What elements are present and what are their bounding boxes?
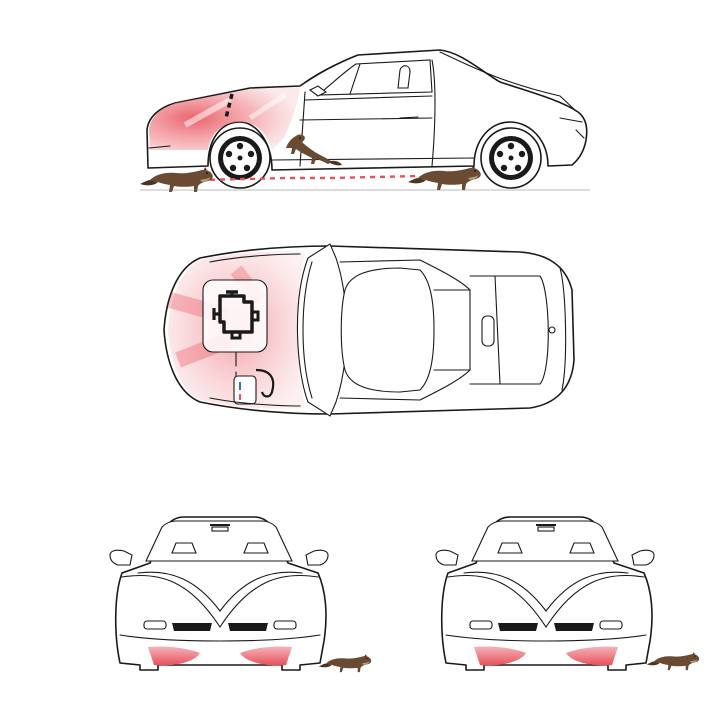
- side-hood-danger-zone: [149, 87, 300, 150]
- front-left-underside-danger-zone-left: [148, 646, 200, 666]
- marten-icon: [318, 654, 372, 673]
- front-view-left: [109, 516, 372, 673]
- marten-icon: [408, 165, 481, 190]
- coolant-reservoir-icon: [233, 375, 257, 405]
- marten-icon: [140, 167, 213, 192]
- front-right-underside-danger-zone-left: [474, 646, 526, 666]
- marten-icon: [646, 652, 700, 671]
- side-view: [140, 49, 590, 192]
- side-rear-wheel: [480, 127, 542, 189]
- engine-icon: [212, 290, 260, 340]
- side-front-wheel: [209, 127, 271, 189]
- side-underbody-path: [199, 174, 421, 182]
- front-left-underside-danger-zone-right: [240, 646, 292, 666]
- top-view: [163, 243, 575, 417]
- front-view-right: [435, 516, 700, 671]
- front-right-underside-danger-zone-right: [566, 646, 618, 666]
